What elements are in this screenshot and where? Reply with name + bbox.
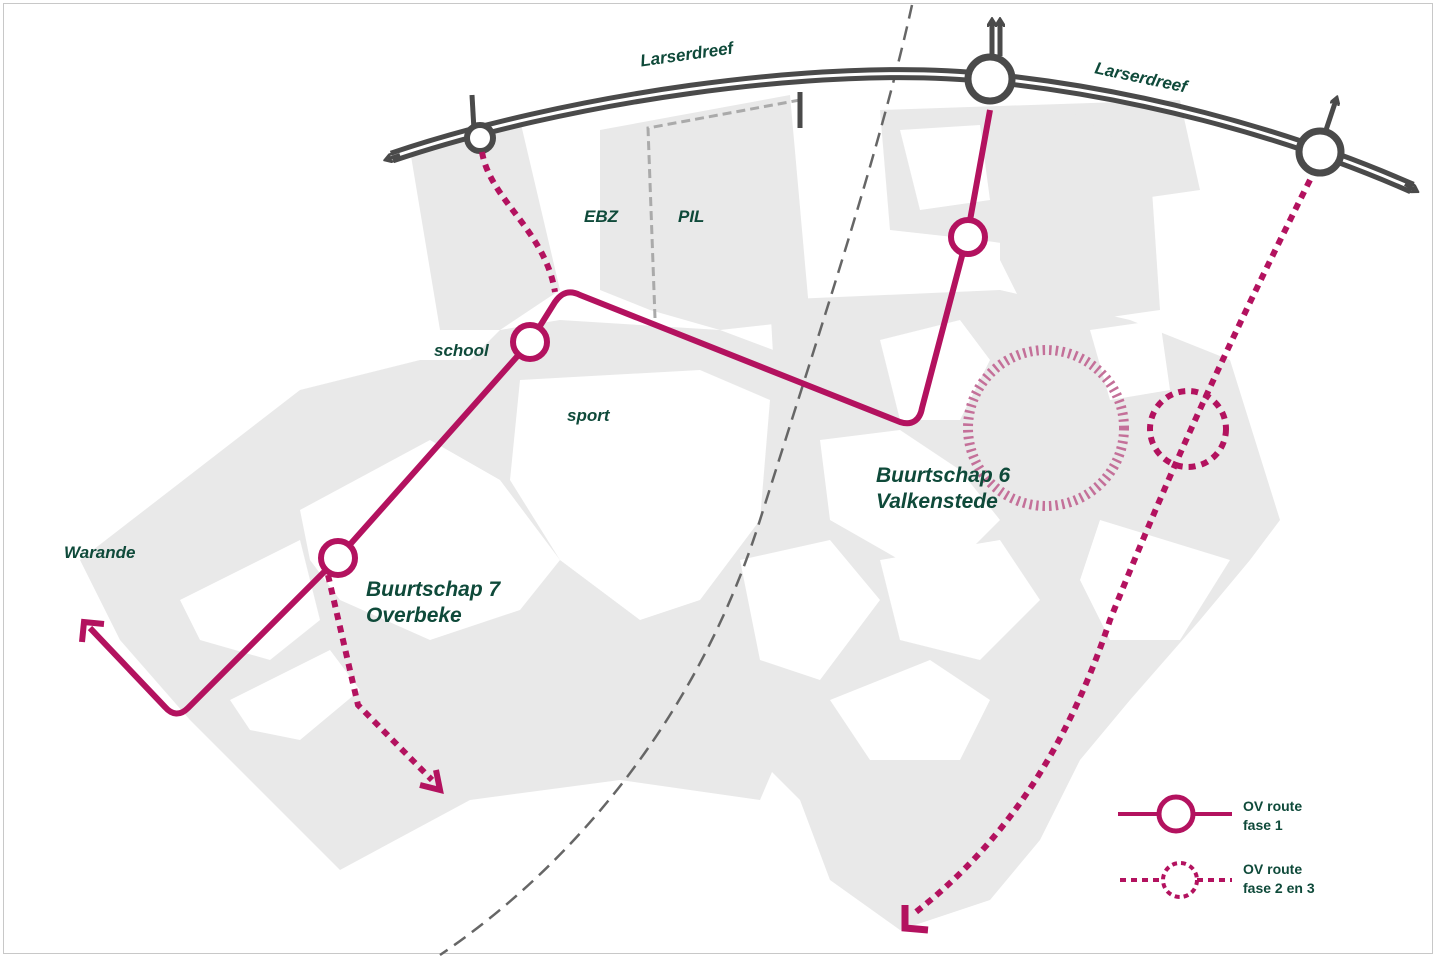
legend-fase-1-line2: fase 1 <box>1243 817 1283 833</box>
place-label-sport: sport <box>567 406 610 425</box>
service-road <box>646 98 801 319</box>
fase-1-arrow-west <box>79 618 105 643</box>
buurtschap-6-name: Buurtschap 6 <box>876 464 1011 487</box>
roundabout-east <box>1295 127 1345 177</box>
stop-north <box>948 217 988 257</box>
railway-line <box>439 4 914 957</box>
place-label-school: school <box>434 341 489 360</box>
legend-symbols <box>1118 794 1232 899</box>
fase-2-arrow-southwest <box>901 905 929 934</box>
place-label-ebz: EBZ <box>584 207 618 226</box>
ov-stops-fase-1 <box>318 217 988 578</box>
roundabout-centre <box>964 53 1016 105</box>
legend-fase-1-line1: OV route <box>1243 798 1303 814</box>
place-label-pil: PIL <box>678 207 705 226</box>
ov-route-fase-2-3 <box>325 151 1313 918</box>
legend-fase-2-3: OV route fase 2 en 3 <box>1243 860 1315 898</box>
future-stop-ring <box>1147 388 1229 470</box>
roundabouts <box>464 53 1345 177</box>
legend-fase-2-3-line2: fase 2 en 3 <box>1243 880 1315 896</box>
urban-blocks <box>80 95 1280 930</box>
stop-overbeke <box>318 538 358 578</box>
legend-fase-1: OV route fase 1 <box>1243 797 1302 835</box>
neighbourhood-label-buurtschap-7: Buurtschap 7 Overbeke <box>366 577 500 629</box>
ov-route-fase-1 <box>87 109 993 717</box>
development-area-ring <box>963 345 1129 511</box>
fase-2-arrow-south <box>419 769 444 795</box>
place-label-warande: Warande <box>64 543 136 562</box>
legend-fase-2-3-line1: OV route <box>1243 861 1303 877</box>
buurtschap-6-subtitle: Valkenstede <box>876 490 998 513</box>
roundabout-west <box>464 122 496 154</box>
buurtschap-7-subtitle: Overbeke <box>366 604 462 627</box>
buurtschap-7-name: Buurtschap 7 <box>366 578 501 601</box>
stop-school <box>510 322 550 362</box>
neighbourhood-label-buurtschap-6: Buurtschap 6 Valkenstede <box>876 463 1010 515</box>
